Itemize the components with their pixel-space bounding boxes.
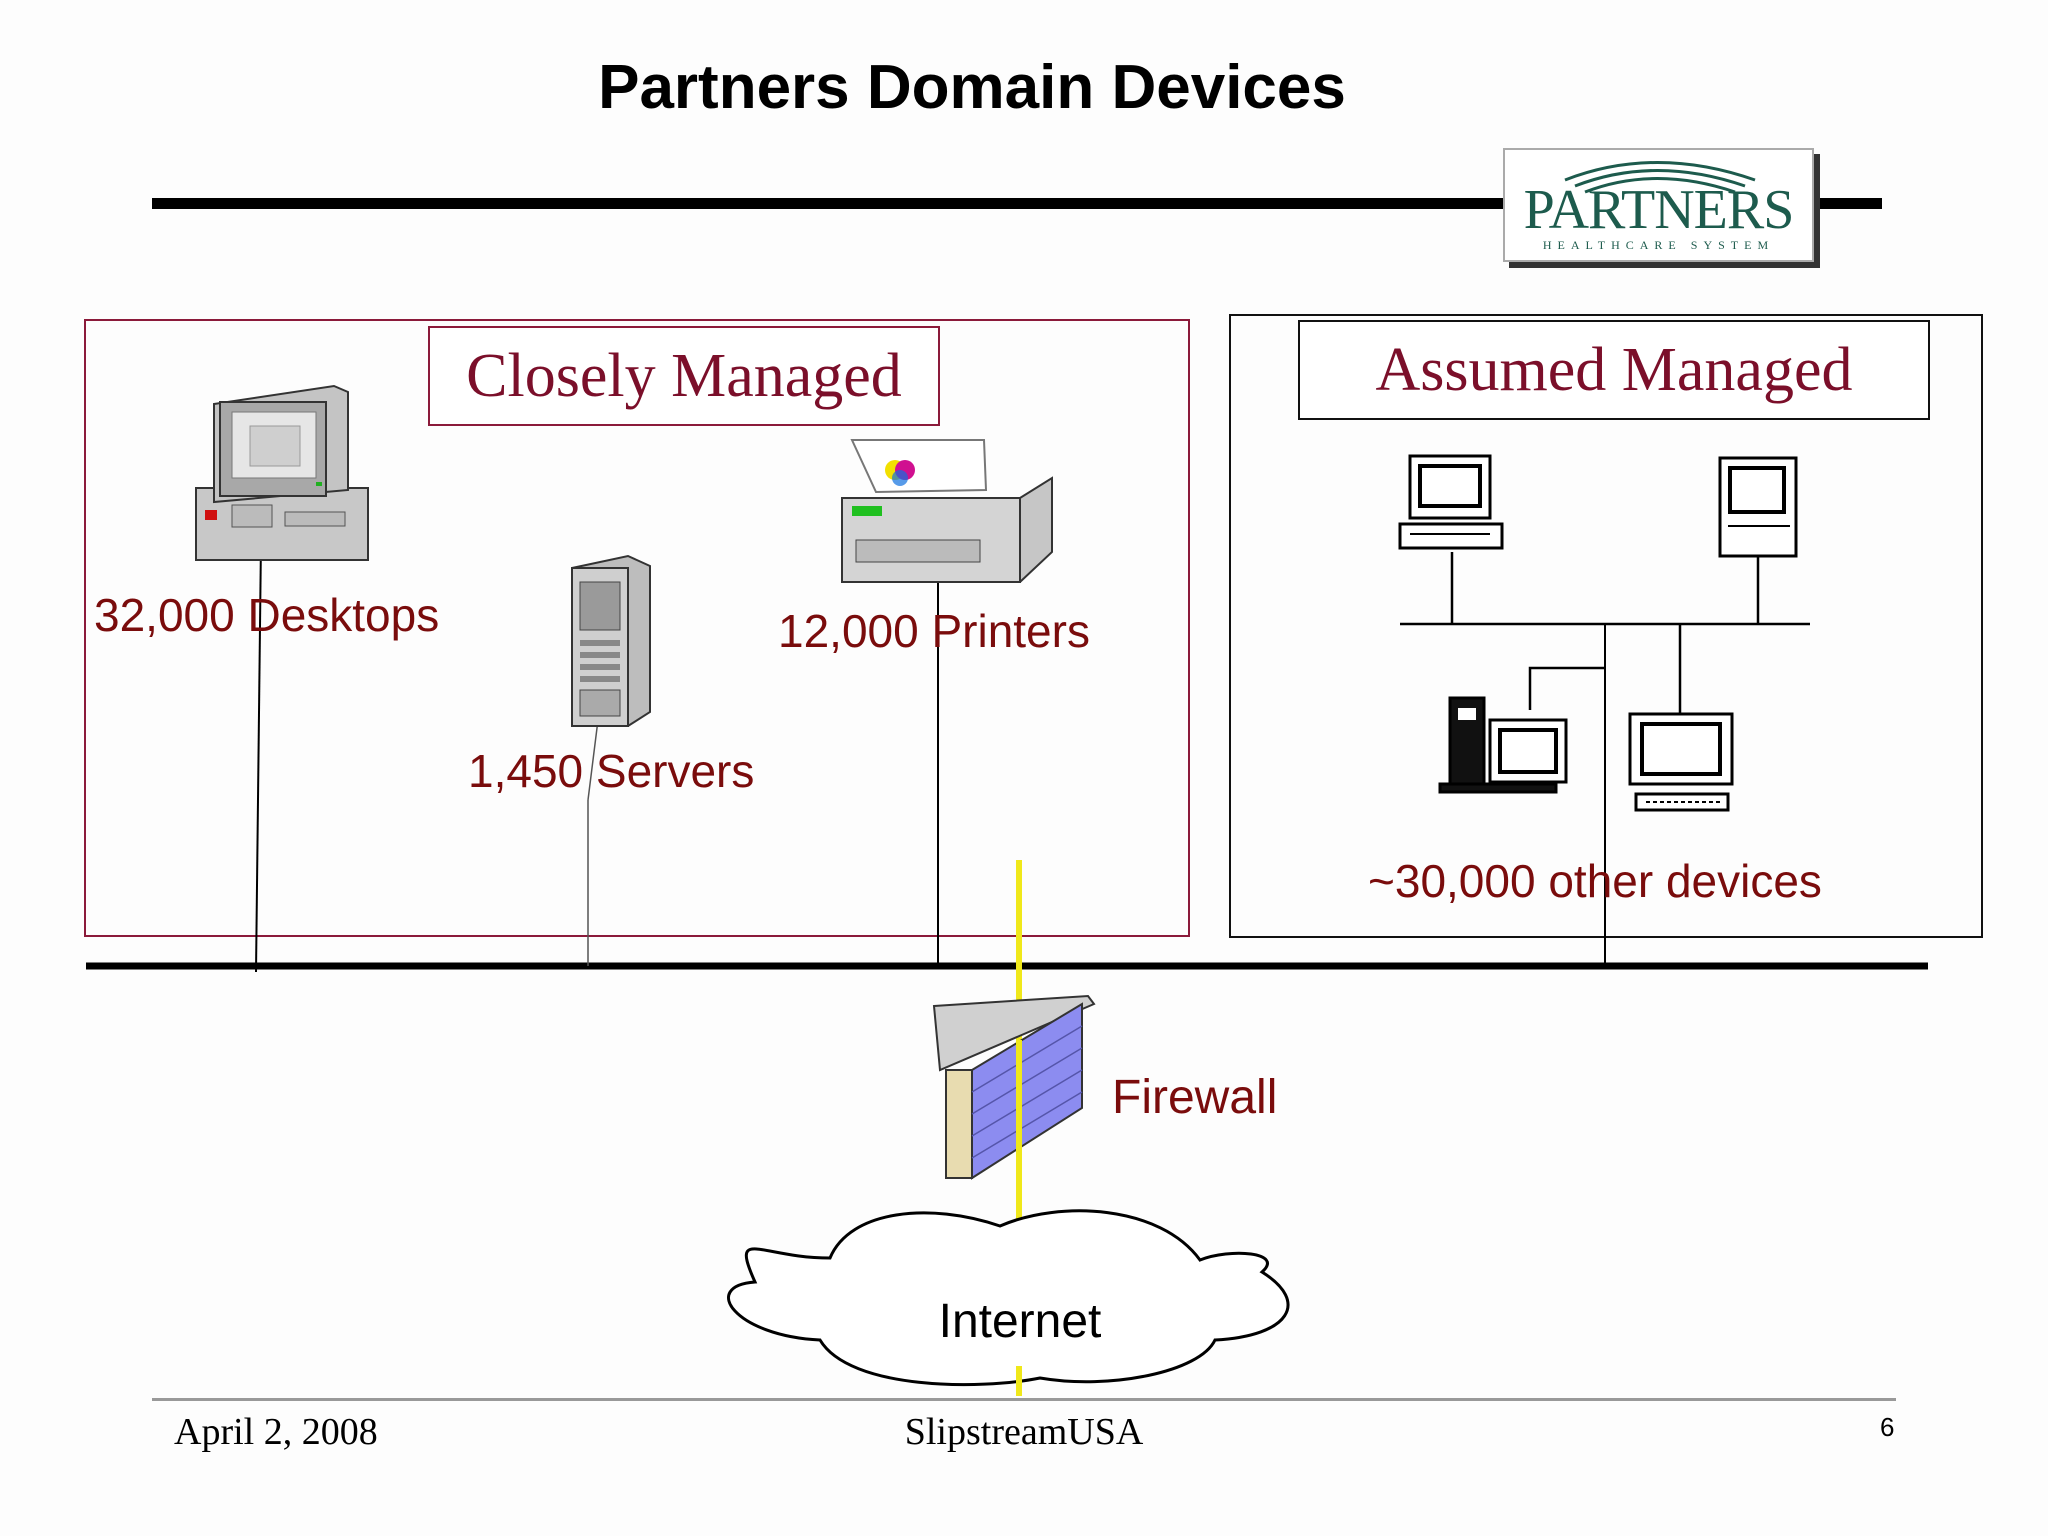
terminal-computer-icon — [1628, 712, 1734, 812]
page-number: 6 — [1880, 1412, 1895, 1442]
internet-label: Internet — [938, 1295, 1102, 1348]
printer-icon — [841, 439, 1053, 583]
footer-divider — [152, 1398, 1896, 1401]
firewall-icon — [932, 994, 1096, 1180]
other-devices-label: ~30,000 other devices — [1368, 855, 1822, 907]
servers-label: 1,450 Servers — [468, 745, 755, 797]
printers-label: 12,000 Printers — [778, 605, 1090, 657]
logo-arcs-icon — [1564, 161, 1756, 194]
tower-workstation-icon — [1438, 696, 1568, 794]
mac-computer-icon — [1718, 456, 1798, 558]
partners-logo: PARTNERS HEALTHCARE SYSTEM — [1503, 148, 1814, 262]
desktops-label: 32,000 Desktops — [94, 589, 440, 641]
desktop-computer-icon — [195, 384, 369, 561]
server-tower-icon — [571, 554, 651, 727]
logo-subtitle: HEALTHCARE SYSTEM — [1542, 238, 1775, 252]
closely-managed-frame — [84, 319, 1190, 937]
assumed-network-lines — [1400, 552, 1810, 714]
title-divider — [152, 198, 1882, 209]
workstation-icon — [1398, 454, 1504, 550]
desktop-link — [255, 539, 262, 973]
footer-company: SlipstreamUSA — [904, 1411, 1144, 1453]
assumed-managed-heading: Assumed Managed — [1298, 320, 1930, 420]
server-link — [587, 719, 599, 801]
internet-cloud-icon — [727, 1209, 1290, 1387]
logo-wordmark: PARTNERS — [1523, 179, 1795, 241]
slide-title: Partners Domain Devices — [598, 53, 1346, 122]
footer-date: April 2, 2008 — [174, 1411, 378, 1453]
closely-managed-heading: Closely Managed — [428, 326, 940, 426]
firewall-label: Firewall — [1112, 1071, 1278, 1124]
